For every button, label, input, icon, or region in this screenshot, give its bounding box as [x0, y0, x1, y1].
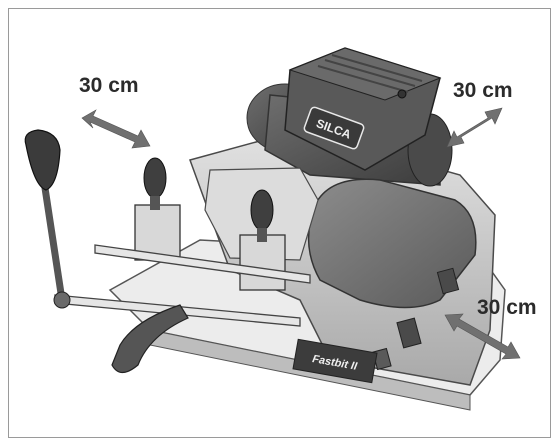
clearance-label-left: 30 cm: [79, 74, 139, 97]
front-panel-switch: [396, 317, 422, 349]
clearance-label-right-top: 30 cm: [453, 79, 513, 102]
model-plate: [292, 338, 378, 384]
cutter-side-cover: [307, 178, 477, 309]
brand-logo-badge: [303, 106, 365, 150]
front-handle: [111, 304, 189, 374]
side-panel-port: [436, 267, 460, 295]
left-vise-knob: [143, 157, 167, 199]
motor-cooling-ribs: [317, 54, 423, 93]
clearance-arrow-left: [81, 109, 151, 149]
clearance-label-right-bottom: 30 cm: [477, 296, 537, 319]
lever-joint: [53, 291, 71, 309]
left-vise-block: [134, 204, 181, 261]
right-vise-block: [239, 234, 286, 291]
lever-grip: [24, 129, 61, 191]
clearance-arrow-right-top: [446, 107, 503, 148]
switch-icon: [397, 89, 407, 99]
right-vise-knob: [250, 189, 274, 231]
clearance-arrow-right-bottom: [444, 313, 521, 360]
